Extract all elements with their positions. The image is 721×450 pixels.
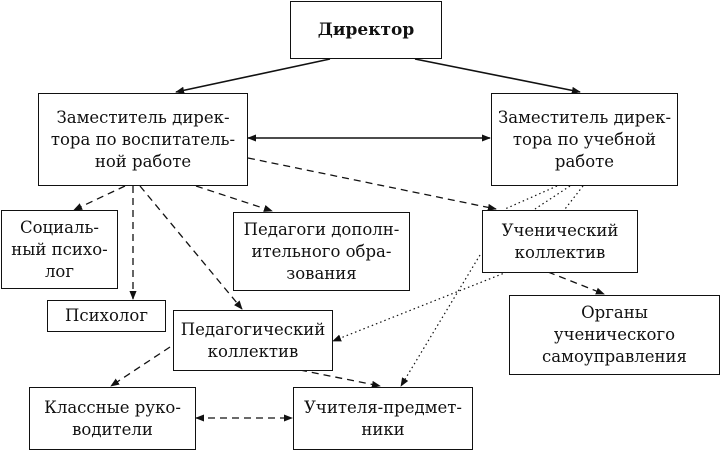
edge-deputy-edu-social-psych bbox=[73, 185, 126, 211]
node-deputy-edu: Заместитель дирек- тора по воспитатель- … bbox=[38, 93, 248, 186]
node-student-collective: Ученический коллектив bbox=[482, 210, 638, 273]
edge-deputy-edu-add-teachers bbox=[195, 185, 273, 212]
edge-ped-collective-subject-teachers bbox=[299, 369, 381, 388]
edge-ped-collective-class-leaders bbox=[110, 346, 171, 387]
node-additional-education-teachers: Педагоги дополн- ительного обра- зования bbox=[233, 212, 410, 291]
edge-deputy-study-student-collective-1 bbox=[504, 185, 558, 210]
node-director: Директор bbox=[290, 1, 442, 59]
node-pedagogical-collective: Педагогический коллектив bbox=[173, 310, 333, 371]
edge-deputy-edu-student-collective bbox=[247, 157, 497, 211]
edge-student-collective-subject-teachers bbox=[400, 254, 481, 387]
node-class-leaders: Классные руко- водители bbox=[29, 387, 196, 450]
edge-deputy-study-student-collective-3 bbox=[564, 185, 584, 210]
edge-deputy-edu-ped-collective bbox=[139, 185, 243, 310]
edge-director-deputy-study bbox=[414, 58, 581, 94]
node-social-psychologist: Социаль- ный психо- лог bbox=[1, 210, 118, 289]
node-subject-teachers: Учителя-предмет- ники bbox=[293, 387, 473, 450]
node-deputy-study: Заместитель дирек- тора по учебной работ… bbox=[491, 93, 678, 186]
node-student-government: Органы ученического самоуправления bbox=[509, 295, 720, 375]
node-psychologist: Психолог bbox=[47, 300, 166, 332]
edge-deputy-study-student-collective-2 bbox=[534, 185, 571, 210]
edge-director-deputy-edu bbox=[175, 58, 331, 94]
edge-student-collective-government bbox=[547, 271, 605, 295]
